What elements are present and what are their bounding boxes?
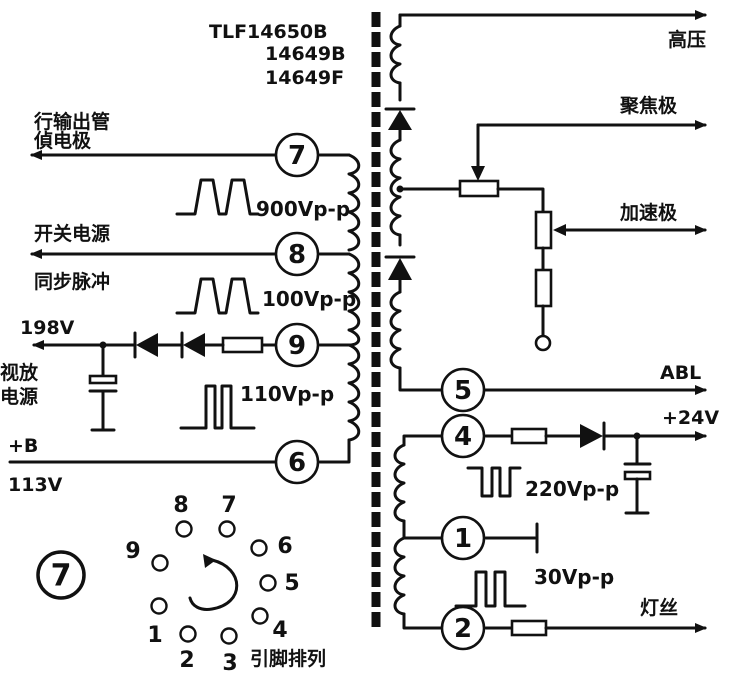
label-focus: 聚焦极 bbox=[619, 94, 678, 117]
label-hv: 高压 bbox=[668, 28, 706, 51]
pin-6-label: 6 bbox=[288, 448, 306, 478]
label-video-amp-2: 电源 bbox=[0, 385, 38, 408]
focus-network bbox=[396, 120, 707, 352]
label-b-plus: +B bbox=[8, 435, 38, 457]
waveform-pin8 bbox=[175, 277, 260, 315]
pin-1: 1 bbox=[440, 515, 486, 561]
waveform-pin8-label: 100Vp-p bbox=[262, 287, 356, 311]
part-number-2: 14649B bbox=[265, 43, 346, 65]
primary-winding bbox=[318, 153, 361, 464]
pinout-num-7: 7 bbox=[221, 493, 236, 518]
waveform-pin7 bbox=[175, 178, 260, 216]
pinout-num-1: 1 bbox=[147, 623, 162, 648]
pin-7: 7 bbox=[274, 132, 320, 178]
label-line-output-2: 偵电极 bbox=[33, 129, 92, 152]
lv-winding bbox=[393, 434, 443, 630]
label-198v: 198V bbox=[20, 317, 75, 339]
figure-number: 7 bbox=[51, 559, 72, 594]
label-heater: 灯丝 bbox=[640, 596, 678, 619]
label-accel: 加速极 bbox=[619, 201, 678, 224]
label-video-amp-1: 视放 bbox=[0, 361, 39, 384]
pin-7-label: 7 bbox=[288, 141, 306, 171]
waveform-pin9 bbox=[179, 384, 256, 430]
pinout-diagram: 8 7 9 6 5 1 4 2 3 引脚排列 bbox=[125, 493, 326, 676]
waveform-pin7-label: 900Vp-p bbox=[256, 197, 350, 221]
pin-8: 8 bbox=[274, 231, 320, 277]
waveform-pin9-label: 110Vp-p bbox=[240, 382, 334, 406]
accel-potentiometer bbox=[534, 210, 553, 250]
label-pinout: 引脚排列 bbox=[250, 647, 326, 670]
hv-diode-2 bbox=[388, 258, 412, 280]
label-113v: 113V bbox=[8, 474, 63, 496]
rectifier-diode-24v bbox=[580, 424, 603, 448]
pin-2-label: 2 bbox=[454, 614, 472, 644]
waveform-pin4 bbox=[466, 466, 522, 498]
ground-terminal bbox=[534, 334, 552, 352]
pin-4-label: 4 bbox=[454, 422, 472, 452]
pin2-branch bbox=[484, 619, 707, 637]
pin-5-label: 5 bbox=[454, 376, 472, 406]
label-abl: ABL bbox=[660, 362, 701, 384]
hv-winding bbox=[384, 10, 707, 392]
focus-potentiometer bbox=[458, 179, 500, 198]
figure-number-badge: 7 bbox=[36, 550, 86, 600]
label-24v: +24V bbox=[662, 407, 719, 429]
pin-9: 9 bbox=[274, 322, 320, 368]
pinout-num-3: 3 bbox=[222, 651, 237, 676]
rectifier-diode-9b bbox=[136, 333, 158, 357]
pin-9-label: 9 bbox=[288, 331, 306, 361]
hv-diode-1 bbox=[388, 110, 412, 130]
pinout-num-5: 5 bbox=[284, 571, 299, 596]
pin-6: 6 bbox=[274, 439, 320, 485]
pin9-chain bbox=[32, 331, 277, 432]
pin-5: 5 bbox=[440, 367, 486, 413]
label-switching-psu: 开关电源 bbox=[34, 222, 110, 245]
pinout-num-2: 2 bbox=[179, 648, 194, 673]
pinout-num-4: 4 bbox=[272, 618, 287, 643]
label-sync-pulse: 同步脉冲 bbox=[34, 270, 110, 293]
bleeder-resistor bbox=[534, 268, 553, 308]
waveform-pin4-label: 220Vp-p bbox=[525, 477, 619, 501]
pinout-num-6: 6 bbox=[277, 534, 292, 559]
label-line-output-1: 行输出管 bbox=[33, 110, 110, 133]
waveform-pin2 bbox=[454, 570, 527, 608]
pin-8-label: 8 bbox=[288, 240, 306, 270]
pin-4: 4 bbox=[440, 413, 486, 459]
rectifier-diode-9a bbox=[183, 333, 205, 357]
pinout-num-8: 8 bbox=[173, 493, 188, 518]
pin4-branch bbox=[484, 421, 707, 515]
pinout-num-9: 9 bbox=[125, 539, 140, 564]
part-number-1: TLF14650B bbox=[209, 21, 328, 43]
part-number-3: 14649F bbox=[265, 67, 344, 89]
waveform-pin2-label: 30Vp-p bbox=[534, 565, 614, 589]
pin-1-label: 1 bbox=[454, 524, 472, 554]
pin-2: 2 bbox=[440, 605, 486, 651]
filter-capacitor-198v bbox=[88, 374, 118, 385]
